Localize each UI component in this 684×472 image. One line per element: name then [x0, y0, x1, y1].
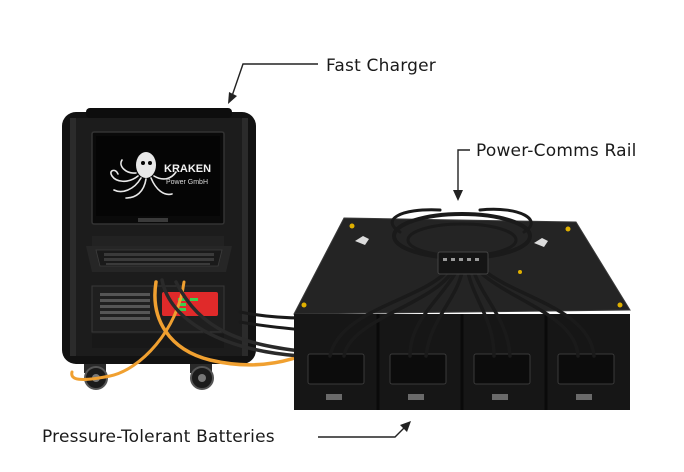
leader-rail [457, 149, 470, 192]
label-fast-charger: Fast Charger [326, 56, 436, 76]
logo-brand: KRAKEN [164, 163, 211, 175]
charger-vent [100, 293, 150, 320]
keyboard-keys [104, 253, 214, 265]
screw-markers [301, 223, 623, 308]
label-power-comms-rail: Power-Comms Rail [476, 141, 637, 161]
arrow-rail [453, 190, 463, 201]
label-pressure-tolerant-batteries: Pressure-Tolerant Batteries [42, 427, 275, 447]
battery-connectors [307, 353, 615, 385]
power-comms-rail [328, 207, 596, 358]
rail-hub [437, 251, 489, 275]
leader-fast-charger [231, 63, 318, 97]
kraken-logo-icon [110, 152, 177, 199]
leader-batteries [318, 427, 405, 438]
module-labels [326, 394, 592, 400]
charger-case: KRAKEN Power GmbH [62, 108, 256, 390]
hub-ports [443, 258, 479, 261]
battery-pack [293, 217, 631, 410]
arrow-batteries [400, 421, 411, 432]
leader-lines [228, 63, 470, 438]
top-logos [355, 236, 548, 247]
arrow-fast-charger [228, 92, 237, 104]
logo-subtitle: Power GmbH [166, 179, 208, 186]
